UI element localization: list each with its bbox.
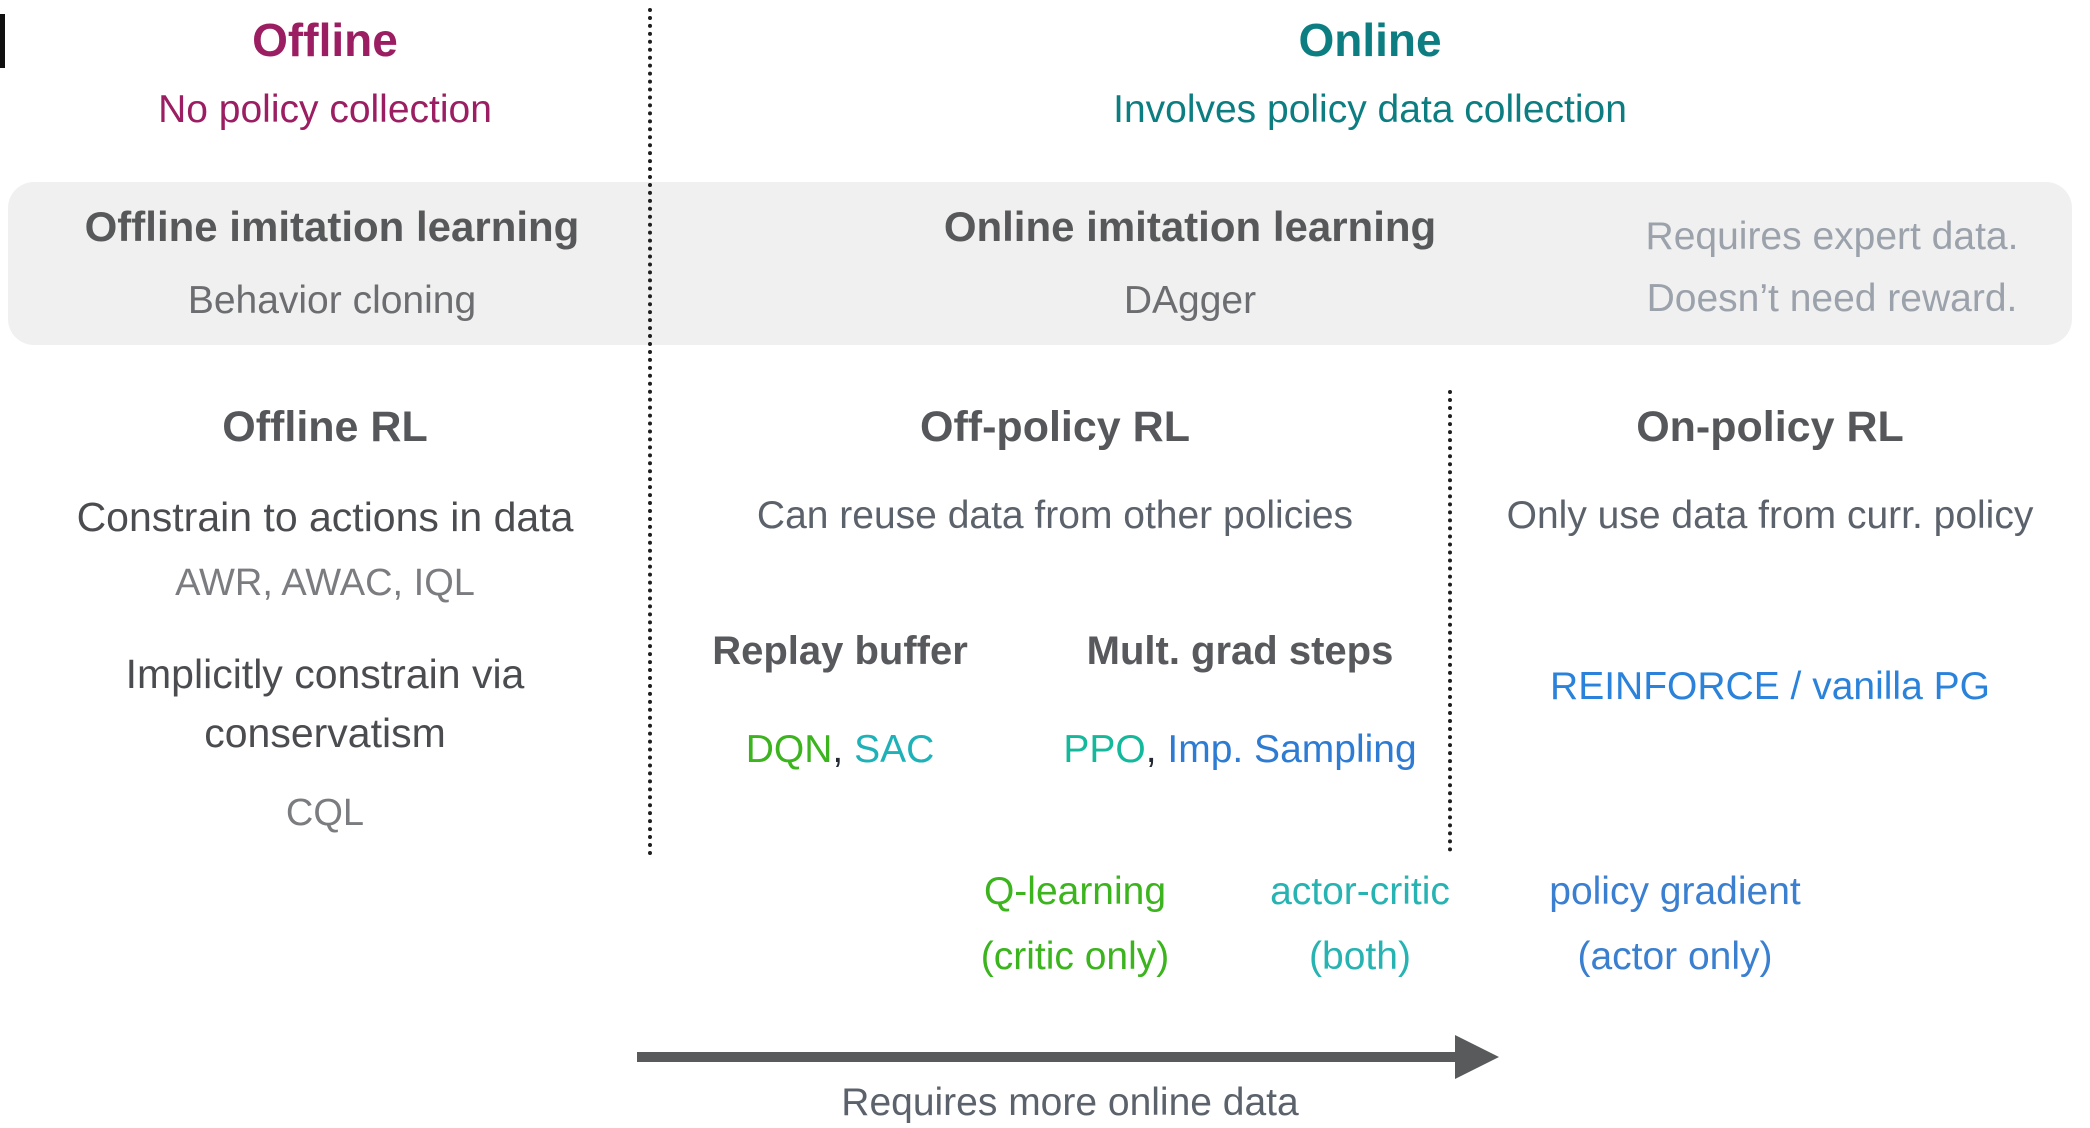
- replay-buffer-heading: Replay buffer: [712, 629, 968, 673]
- divider-offpolicy-onpolicy: [1448, 390, 1452, 852]
- online-data-axis-arrow: [637, 1052, 1455, 1062]
- offline-rl-approach1-methods: AWR, AWAC, IQL: [175, 562, 475, 604]
- online-imitation-cell: Online imitation learning DAgger: [680, 202, 1700, 325]
- divider-offline-online: [648, 8, 652, 856]
- imitation-note-line1: Requires expert data.: [1645, 215, 2019, 258]
- offline-rl-approach2-heading: Implicitly constrain via conservatism: [125, 651, 525, 757]
- replay-buffer-algorithms: DQN, SAC: [660, 727, 1020, 774]
- taxonomy-sublabel: (critic only): [980, 934, 1170, 978]
- offline-subtitle: No policy collection: [158, 87, 492, 131]
- imitation-note: Requires expert data. Doesn’t need rewar…: [1602, 206, 2062, 331]
- offline-rl-title: Offline RL: [222, 403, 428, 451]
- off-policy-rl-title: Off-policy RL: [920, 403, 1190, 451]
- separator: ,: [832, 728, 855, 771]
- offline-rl-approach1-heading: Constrain to actions in data: [76, 494, 574, 540]
- mult-grad-steps-algorithms: PPO, Imp. Sampling: [1030, 727, 1450, 774]
- algo-dqn: DQN: [745, 728, 833, 771]
- taxonomy-label: policy gradient: [1549, 870, 1801, 913]
- imitation-learning-band: Offline imitation learning Behavior clon…: [8, 182, 2072, 345]
- algo-importance-sampling: Imp. Sampling: [1167, 728, 1417, 771]
- online-subtitle: Involves policy data collection: [1113, 87, 1627, 131]
- offline-imitation-cell: Offline imitation learning Behavior clon…: [22, 202, 642, 325]
- on-policy-algorithms: REINFORCE / vanilla PG: [1550, 665, 1990, 708]
- offline-title: Offline: [252, 14, 398, 66]
- mult-grad-steps-heading: Mult. grad steps: [1086, 629, 1394, 673]
- left-edge-mark: [0, 14, 5, 68]
- imitation-note-line2: Doesn’t need reward.: [1646, 277, 2018, 321]
- online-title: Online: [1298, 14, 1442, 66]
- on-policy-rl-subtitle: Only use data from curr. policy: [1506, 494, 2034, 537]
- off-policy-rl-subtitle: Can reuse data from other policies: [756, 494, 1354, 537]
- offline-rl-approach2-methods: CQL: [285, 792, 365, 834]
- taxonomy-actor-critic: actor-critic (both): [1200, 868, 1520, 981]
- arrowhead-icon: [1455, 1035, 1499, 1079]
- online-imitation-title: Online imitation learning: [943, 203, 1437, 250]
- on-policy-rl-title: On-policy RL: [1636, 403, 1904, 451]
- taxonomy-policy-gradient: policy gradient (actor only): [1490, 868, 1860, 981]
- taxonomy-q-learning: Q-learning (critic only): [900, 868, 1250, 981]
- taxonomy-label: Q-learning: [983, 870, 1167, 913]
- taxonomy-sublabel: (actor only): [1577, 934, 1773, 978]
- algo-ppo: PPO: [1063, 728, 1146, 771]
- offline-imitation-title: Offline imitation learning: [84, 203, 580, 250]
- online-data-axis-label: Requires more online data: [841, 1081, 1299, 1124]
- offline-column-header: Offline No policy collection: [0, 14, 650, 134]
- online-column-header: Online Involves policy data collection: [650, 14, 2090, 134]
- offline-imitation-method: Behavior cloning: [187, 279, 477, 323]
- taxonomy-label: actor-critic: [1270, 870, 1450, 913]
- separator: ,: [1145, 728, 1168, 771]
- online-imitation-method: DAgger: [1123, 279, 1257, 323]
- algo-sac: SAC: [854, 728, 935, 771]
- taxonomy-sublabel: (both): [1309, 934, 1411, 978]
